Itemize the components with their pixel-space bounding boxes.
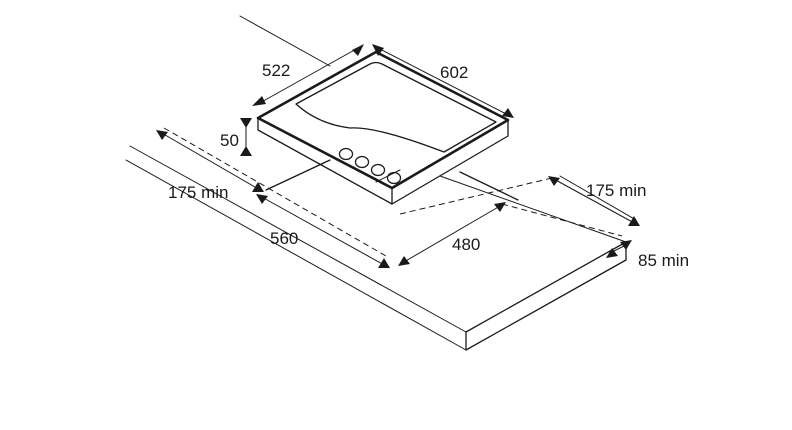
dim-602-line (377, 47, 511, 117)
label-560: 560 (270, 229, 298, 248)
cutout-front-edge (265, 159, 331, 191)
arrow-icon (240, 118, 252, 128)
dimension-lines (156, 44, 640, 268)
worktop-rear-edge-2 (439, 175, 627, 243)
label-85-min: 85 min (638, 251, 689, 270)
arrow-icon (502, 108, 514, 118)
knob-icon (386, 171, 402, 185)
ext-line (375, 169, 401, 183)
label-480: 480 (452, 235, 480, 254)
cutout-front-edge-2 (459, 171, 519, 201)
hob-side-front (257, 117, 393, 205)
dim-560-line (259, 195, 387, 267)
arrow-icon (398, 256, 410, 266)
arrow-icon (378, 258, 390, 268)
cutout-back-dashed (399, 177, 553, 215)
worktop-right-top-edge (465, 241, 627, 333)
arrow-icon (606, 248, 618, 258)
hob-side-right (391, 119, 509, 205)
arrow-icon (620, 240, 632, 250)
arrow-icon (372, 44, 384, 56)
cutout-right-dashed (501, 203, 623, 237)
ext-line (559, 175, 637, 221)
arrow-icon (256, 194, 268, 204)
dimension-labels: 522 602 50 175 min 560 480 175 min 85 mi… (168, 61, 689, 270)
worktop-right-bottom-edge (465, 259, 627, 351)
arrow-icon (494, 202, 506, 212)
arrow-icon (240, 146, 252, 156)
dim-175-right-line (551, 177, 637, 225)
arrow-icon (252, 96, 266, 106)
worktop-back-edge-2 (125, 159, 467, 351)
hob-top-outline (256, 50, 510, 190)
label-522: 522 (262, 61, 290, 80)
label-50: 50 (220, 131, 239, 150)
dim-175-left-line (159, 131, 261, 191)
worktop (125, 15, 627, 351)
worktop-rear-edge (239, 15, 331, 67)
hob (256, 50, 510, 205)
cutout-left-dashed (163, 127, 387, 257)
label-175-min-left: 175 min (168, 183, 228, 202)
knob-icon (338, 147, 354, 161)
arrow-icon (252, 182, 264, 192)
worktop-back-edge (129, 145, 467, 333)
dim-522-line (257, 47, 359, 105)
knob-icon (354, 155, 370, 169)
arrow-icon (628, 216, 640, 226)
knob-icon (370, 163, 386, 177)
arrow-icon (156, 130, 168, 140)
arrow-icon (548, 176, 560, 186)
label-602: 602 (440, 63, 468, 82)
cutout (163, 127, 623, 257)
label-175-min-right: 175 min (586, 181, 646, 200)
arrow-icon (352, 44, 364, 56)
hob-inner-plate (295, 61, 497, 153)
dim-480-line (403, 205, 501, 263)
